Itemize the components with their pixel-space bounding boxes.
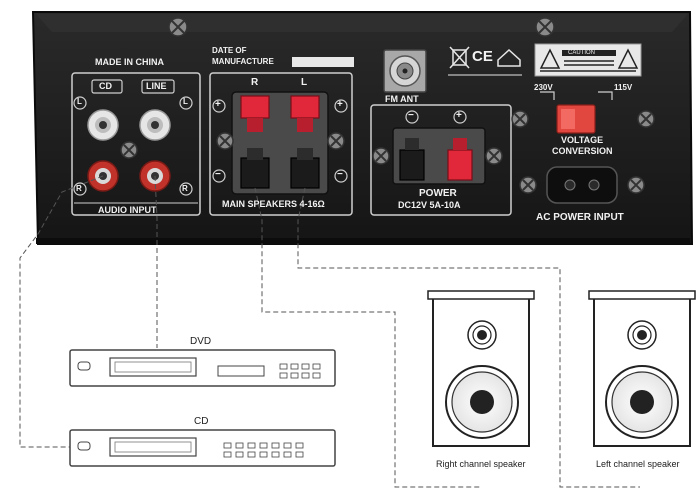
speaker-terminal-l-negative[interactable] xyxy=(290,148,320,189)
left-channel-speaker xyxy=(588,290,696,447)
dc-plus-mark: + xyxy=(456,110,462,121)
voltage-230-label: 230V xyxy=(534,83,553,92)
fm-antenna-connector[interactable] xyxy=(383,49,427,93)
rca-jack-cd-left[interactable] xyxy=(87,109,119,141)
house-icon xyxy=(497,48,521,67)
main-speakers-frame xyxy=(209,72,353,216)
rca-jack-line-right[interactable] xyxy=(139,160,171,192)
wire-left-speaker xyxy=(297,187,640,488)
speaker-terminal-r-positive[interactable] xyxy=(240,95,270,132)
wire-cd-input xyxy=(19,175,104,448)
left-speaker-label: Left channel speaker xyxy=(596,459,680,469)
voltage-title-1: VOLTAGE xyxy=(561,135,604,145)
dvd-label: DVD xyxy=(190,336,212,347)
speaker-terminal-r-negative[interactable] xyxy=(240,148,270,189)
audio-left-mark: L xyxy=(183,97,188,106)
dvd-player xyxy=(69,349,336,387)
voltage-bracket-left xyxy=(540,91,555,100)
speaker-minus-mark: − xyxy=(215,169,221,180)
ac-power-socket[interactable] xyxy=(546,166,618,204)
panel-bottom-edge xyxy=(36,238,690,244)
dvd-button-grid xyxy=(279,363,321,379)
dc-terminal-negative[interactable] xyxy=(399,138,425,181)
chassis-screw-icon xyxy=(535,17,555,37)
ce-mark: CE xyxy=(472,48,493,65)
plus-mark-icon xyxy=(212,99,348,183)
audio-input-frame xyxy=(71,72,201,216)
main-speakers-section xyxy=(209,72,353,216)
right-channel-speaker xyxy=(427,290,535,447)
rca-jack-line-left[interactable] xyxy=(139,109,171,141)
right-mark-icon xyxy=(179,182,193,196)
fm-ant-label: FM ANT xyxy=(385,94,419,104)
left-mark-icon xyxy=(179,96,193,110)
wire-dvd-input xyxy=(154,175,158,348)
audio-right-mark: R xyxy=(182,184,188,193)
caution-text: CAUTION xyxy=(568,50,595,56)
minus-mark-icon xyxy=(405,110,419,124)
cd-label: CD xyxy=(194,416,209,427)
main-speakers-title: MAIN SPEAKERS 4-16Ω xyxy=(222,199,325,209)
tweeter-icon xyxy=(627,320,657,350)
panel-screw-icon xyxy=(627,176,645,194)
dc-power-section xyxy=(370,104,512,216)
left-mark-icon xyxy=(73,96,87,110)
right-speaker-label: Right channel speaker xyxy=(436,459,526,469)
voltage-selector-switch[interactable] xyxy=(556,104,596,134)
ac-power-input-section xyxy=(519,166,645,204)
audio-input-title: AUDIO INPUT xyxy=(98,205,157,215)
cd-input-label: CD xyxy=(99,81,112,91)
panel-screw-icon xyxy=(511,110,529,128)
right-mark-icon xyxy=(73,182,87,196)
line-label-box xyxy=(141,79,175,94)
wire-right-speaker xyxy=(254,187,482,488)
dc-terminal-positive[interactable] xyxy=(447,138,473,181)
ac-power-label: AC POWER INPUT xyxy=(536,212,624,223)
connection-wires xyxy=(19,175,640,488)
voltage-title-2: CONVERSION xyxy=(552,146,613,156)
panel-screw-icon xyxy=(485,147,503,165)
amplifier-rear-panel xyxy=(31,11,694,245)
woofer-icon xyxy=(605,365,679,439)
crossed-bin-icon xyxy=(449,46,470,69)
power-title: POWER xyxy=(419,188,457,199)
power-rating: DC12V 5A-10A xyxy=(398,200,461,210)
dc-minus-mark: − xyxy=(408,110,414,121)
speaker-plus-mark: + xyxy=(215,99,221,110)
panel-screw-icon xyxy=(372,147,390,165)
speaker-plus-mark: + xyxy=(337,99,343,110)
voltage-bracket-right xyxy=(598,91,613,100)
manufacture-date-sticker xyxy=(292,57,354,67)
cd-player xyxy=(69,429,336,467)
caution-label xyxy=(534,43,642,77)
speaker-r-label: R xyxy=(251,77,259,88)
panel-screw-icon xyxy=(327,132,345,150)
cd-button-grid xyxy=(223,442,304,458)
panel-screw-icon xyxy=(637,110,655,128)
tweeter-icon xyxy=(467,320,497,350)
cd-label-box xyxy=(91,79,123,94)
manufacture-label: MANUFACTURE xyxy=(212,57,274,66)
panel-screw-icon xyxy=(120,141,138,159)
audio-left-mark: L xyxy=(77,97,82,106)
voltage-conversion-section xyxy=(511,91,655,134)
panel-bevel xyxy=(36,14,688,32)
speaker-terminal-l-positive[interactable] xyxy=(290,95,320,132)
audio-right-mark: R xyxy=(76,184,82,193)
speaker-l-label: L xyxy=(301,77,308,88)
line-input-label: LINE xyxy=(146,81,167,91)
voltage-115-label: 115V xyxy=(614,83,633,92)
plus-mark-icon xyxy=(453,110,467,124)
panel-screw-icon xyxy=(216,132,234,150)
date-of-label: DATE OF xyxy=(212,46,247,55)
speaker-minus-mark: − xyxy=(337,169,343,180)
made-in-label: MADE IN CHINA xyxy=(95,57,164,67)
woofer-icon xyxy=(445,365,519,439)
panel-screw-icon xyxy=(519,176,537,194)
dc-power-frame xyxy=(370,104,512,216)
chassis-screw-icon xyxy=(168,17,188,37)
